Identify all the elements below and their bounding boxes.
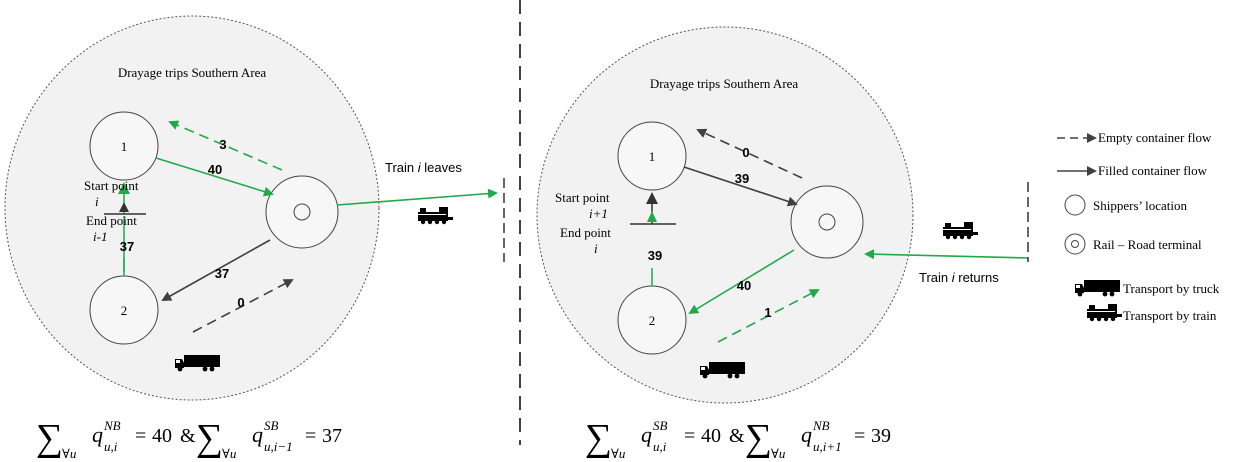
- left-empty-flow-to-1-value: 3: [219, 137, 226, 152]
- right-rhs-super: NB: [812, 418, 830, 433]
- right-end-arrowhead: [646, 192, 658, 204]
- right-shipper-1: [617, 121, 687, 191]
- right-panel: Drayage trips Southern Area 1 2 Start po…: [536, 26, 1029, 404]
- legend-shipper-icon: [1064, 194, 1086, 216]
- right-train-returns-arrow: [864, 249, 1029, 260]
- legend-terminal-inner: [1071, 240, 1079, 248]
- right-end-label: End point: [560, 225, 611, 240]
- right-empty-flow-to-1-value: 0: [742, 145, 749, 160]
- right-eq-1: =: [684, 425, 695, 447]
- right-area-title: Drayage trips Southern Area: [650, 76, 799, 91]
- right-formula: ∑ ∀u q SB u,i = 40 & ∑ ∀u q NB u,i+1 = 3…: [585, 417, 891, 461]
- right-joiner: &: [729, 425, 745, 447]
- left-train-icon: [418, 207, 453, 225]
- left-end-index: i-1: [93, 229, 107, 244]
- right-end-index: i: [594, 241, 598, 256]
- left-sum-symbol: ∑: [36, 417, 63, 459]
- right-lhs-sub: u,i: [653, 439, 667, 454]
- left-formula: ∑ ∀u q NB u,i = 40 & ∑ ∀u q SB u,i−1 = 3…: [36, 417, 342, 461]
- right-rhs-sub: u,i+1: [813, 439, 842, 454]
- right-node-2-label: 2: [649, 313, 656, 328]
- left-filled-flow-1-value: 40: [208, 162, 222, 177]
- left-rhs-sub: u,i−1: [264, 439, 293, 454]
- left-filled-flow-terminal-to-2: [161, 239, 271, 301]
- legend: Empty container flow Filled container fl…: [1057, 130, 1220, 323]
- left-start-label: Start point: [84, 178, 139, 193]
- left-filled-flow-2-value: 37: [215, 266, 229, 281]
- left-start-index: i: [95, 194, 99, 209]
- left-node-1-label: 1: [121, 139, 128, 154]
- right-train-label: Train i returns: [919, 270, 999, 285]
- right-sum-symbol-2: ∑: [745, 417, 772, 459]
- legend-terminal-label: Rail – Road terminal: [1093, 237, 1202, 252]
- legend-truck-label: Transport by truck: [1123, 281, 1220, 296]
- right-filled-flow-terminal-to-2: [688, 249, 795, 315]
- left-node-2-label: 2: [121, 303, 128, 318]
- legend-train-label: Transport by train: [1123, 308, 1217, 323]
- left-shipper-1: [89, 111, 159, 181]
- left-eq-2: =: [305, 425, 316, 447]
- legend-filled-flow-label: Filled container flow: [1098, 163, 1208, 178]
- left-end-arrowhead: [119, 202, 129, 212]
- right-eq-2: =: [854, 425, 865, 447]
- left-rhs-super: SB: [264, 418, 279, 433]
- left-train-leaves-arrow: [336, 188, 498, 206]
- right-q-2: q: [801, 422, 812, 447]
- left-lhs-sub: u,i: [104, 439, 118, 454]
- right-empty-flow-2-value: 1: [764, 305, 771, 320]
- legend-truck-icon: [1075, 280, 1120, 297]
- right-lhs-super: SB: [653, 418, 668, 433]
- left-empty-flow-2-to-terminal: [192, 279, 294, 333]
- right-filled-flow-1-to-terminal: [683, 166, 798, 207]
- right-lhs-value: 40: [701, 425, 721, 447]
- left-sum-sub-1: ∀u: [62, 446, 77, 461]
- left-sum-symbol-2: ∑: [196, 417, 223, 459]
- left-lhs-super: NB: [103, 418, 121, 433]
- left-panel: Drayage trips Southern Area 1 2 Start po…: [4, 15, 505, 401]
- left-end-label: End point: [86, 213, 137, 228]
- left-joiner: &: [180, 425, 196, 447]
- right-filled-flow-2-value: 40: [737, 278, 751, 293]
- legend-empty-flow-label: Empty container flow: [1098, 130, 1212, 145]
- left-lhs-value: 40: [152, 425, 172, 447]
- left-area-title: Drayage trips Southern Area: [118, 65, 267, 80]
- right-sum-sub-2: ∀u: [771, 446, 786, 461]
- right-q-1: q: [641, 422, 652, 447]
- right-terminal-inner: [818, 213, 836, 231]
- right-filled-flow-1-value: 39: [735, 171, 749, 186]
- right-start-index: i+1: [589, 206, 608, 221]
- right-start-arrowhead: [647, 211, 657, 222]
- right-start-label: Start point: [555, 190, 610, 205]
- left-q-1: q: [92, 422, 103, 447]
- left-empty-flow-to-1: [168, 120, 283, 171]
- right-rhs-value: 39: [871, 425, 891, 447]
- left-eq-1: =: [135, 425, 146, 447]
- left-start-arrowhead: [118, 182, 130, 194]
- right-switch-count: 39: [648, 248, 662, 263]
- left-sum-sub-2: ∀u: [222, 446, 237, 461]
- right-node-1-label: 1: [649, 149, 656, 164]
- left-train-label: Train i leaves: [385, 160, 462, 175]
- left-rhs-value: 37: [322, 425, 342, 447]
- right-sum-symbol: ∑: [585, 417, 612, 459]
- left-empty-flow-2-value: 0: [237, 295, 244, 310]
- right-sum-sub-1: ∀u: [611, 446, 626, 461]
- right-train-icon: [943, 222, 978, 240]
- legend-train-icon: [1087, 304, 1122, 322]
- legend-shipper-label: Shippers’ location: [1093, 198, 1187, 213]
- right-empty-flow-2-to-terminal: [717, 289, 820, 343]
- left-terminal-inner: [293, 203, 311, 221]
- left-filled-flow-1-to-terminal: [155, 157, 274, 197]
- right-empty-flow-to-1: [696, 128, 803, 179]
- left-q-2: q: [252, 422, 263, 447]
- left-switch-count: 37: [120, 239, 134, 254]
